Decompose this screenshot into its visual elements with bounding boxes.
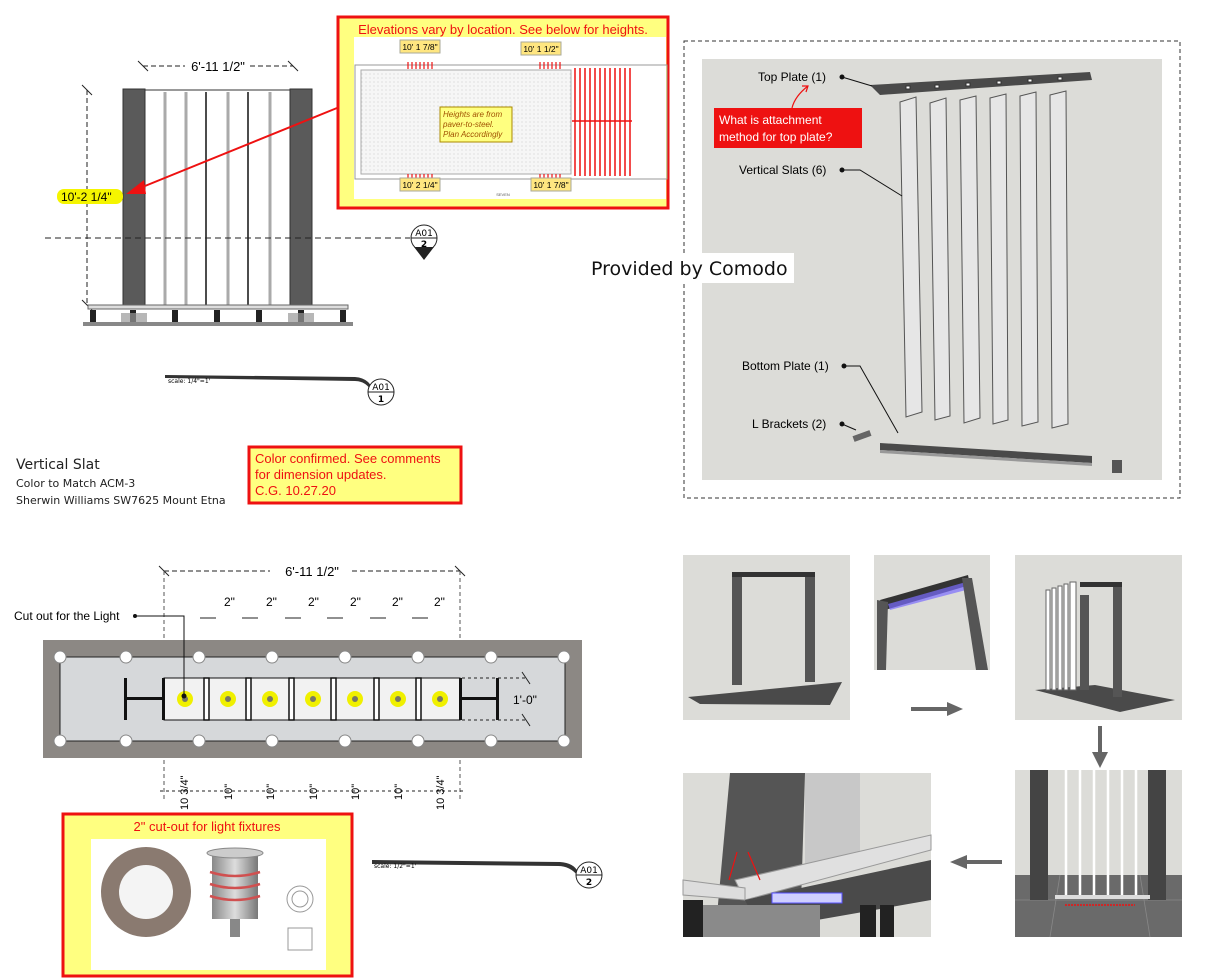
top-plate (870, 72, 1092, 95)
arrow-left-icon (965, 860, 1002, 864)
svg-text:10": 10" (393, 784, 405, 800)
assembly-sequence (682, 555, 1182, 938)
svg-text:10 3/4": 10 3/4" (179, 775, 191, 810)
height-highlight-label: 10'-2 1/4" (61, 190, 112, 204)
exploded-view: Top Plate (1) Vertical Slats (6) Bottom … (683, 40, 1181, 499)
svg-text:2": 2" (224, 595, 235, 609)
l-bracket (1112, 460, 1122, 473)
svg-text:Heights are from: Heights are from (443, 110, 502, 119)
render-frame-step-1 (683, 555, 850, 720)
svg-text:2": 2" (350, 595, 361, 609)
plan-scale-bar (372, 860, 578, 876)
elevation-note-box: Elevations vary by location. See below f… (336, 15, 670, 210)
title-marker: A01 1 (367, 378, 395, 406)
render-frame-step-2 (874, 555, 990, 670)
watermark-bg (588, 253, 794, 283)
bottom-plate (880, 443, 1092, 463)
svg-text:10' 1 7/8": 10' 1 7/8" (533, 180, 568, 190)
svg-text:method for top plate?: method for top plate? (719, 130, 833, 144)
fixture-note-box: 2" cut-out for light fixtures (61, 812, 354, 978)
render-frame-step-3 (1015, 555, 1182, 720)
spec-color: Color to Match ACM-3 (16, 477, 135, 490)
question-callout (714, 108, 862, 148)
cutout-label: Cut out for the Light (14, 609, 120, 623)
l-bracket (852, 430, 872, 442)
svg-text:2": 2" (308, 595, 319, 609)
h-beam-right (459, 678, 499, 720)
svg-text:10' 2 1/4": 10' 2 1/4" (402, 180, 437, 190)
svg-text:paver-to-steel.: paver-to-steel. (442, 120, 494, 129)
svg-text:2": 2" (434, 595, 445, 609)
arrow-left-icon (950, 855, 967, 869)
plan-width-dim: 6'-11 1/2" (285, 564, 339, 579)
svg-text:SEVEN: SEVEN (496, 192, 510, 197)
left-post (122, 88, 146, 306)
svg-text:C.G. 10.27.20: C.G. 10.27.20 (255, 483, 336, 498)
arrow-down-icon (1092, 752, 1108, 768)
plan-title-marker: A01 2 (575, 861, 603, 889)
sequence-arrows (911, 702, 1108, 869)
elevation-view: 6'-11 1/2" 10'-2 1/4" A01 2 scale: 1/4"= (45, 59, 438, 406)
scale-bar (165, 375, 372, 392)
svg-text:scale: 1/2"=1': scale: 1/2"=1' (374, 863, 417, 870)
elevation-note-title: Elevations vary by location. See below f… (358, 22, 648, 37)
svg-text:What is attachment: What is attachment (719, 113, 822, 127)
svg-text:A01: A01 (415, 229, 433, 239)
vertical-slats (899, 90, 1069, 429)
svg-text:Plan Accordingly: Plan Accordingly (443, 130, 503, 139)
arrow-down-icon (1098, 726, 1102, 754)
svg-text:10": 10" (308, 784, 320, 800)
render-frame-step-4 (1015, 770, 1182, 938)
svg-text:2: 2 (421, 240, 427, 250)
spec-paint: Sherwin Williams SW7625 Mount Etna (16, 494, 226, 507)
svg-text:10": 10" (223, 784, 235, 800)
svg-text:Color confirmed. See comments: Color confirmed. See comments (255, 451, 441, 466)
section-marker: A01 2 (410, 224, 438, 260)
h-beam-left (124, 678, 165, 720)
svg-text:for dimension updates.: for dimension updates. (255, 467, 387, 482)
color-note-box: Color confirmed. See comments for dimens… (247, 445, 463, 505)
render-frame-step-5 (682, 773, 932, 937)
label-top-plate: Top Plate (1) (758, 70, 826, 84)
svg-text:A01: A01 (580, 866, 598, 876)
label-bottom-plate: Bottom Plate (1) (742, 359, 829, 373)
plan-view: 6'-11 1/2" Cut out for the Light 2" 2" (14, 564, 603, 889)
svg-text:10": 10" (350, 784, 362, 800)
svg-text:2: 2 (586, 878, 592, 888)
svg-text:10 3/4": 10 3/4" (435, 775, 447, 810)
svg-text:1: 1 (378, 395, 384, 405)
red-arrow-icon (126, 180, 146, 194)
light-cutouts (177, 691, 448, 707)
svg-text:10": 10" (265, 784, 277, 800)
elevation-width-dim: 6'-11 1/2" (191, 59, 245, 74)
label-l-brackets: L Brackets (2) (752, 417, 826, 431)
arrow-right-icon (947, 702, 963, 716)
svg-text:10' 1 7/8": 10' 1 7/8" (402, 42, 437, 52)
arrow-right-icon (911, 707, 949, 711)
watermark: Provided by Comodo (591, 258, 788, 280)
height-highlight (57, 189, 123, 204)
svg-text:2": 2" (266, 595, 277, 609)
spec-title: Vertical Slat (16, 457, 100, 473)
svg-text:2": 2" (392, 595, 403, 609)
svg-text:scale: 1/4"=1': scale: 1/4"=1' (168, 378, 211, 385)
right-post (289, 88, 313, 306)
svg-text:2" cut-out for light fixtures: 2" cut-out for light fixtures (134, 819, 281, 834)
label-vertical-slats: Vertical Slats (6) (739, 163, 826, 177)
svg-text:A01: A01 (372, 383, 390, 393)
svg-text:10' 1 1/2": 10' 1 1/2" (523, 44, 558, 54)
depth-dim: 1'-0" (513, 693, 537, 707)
